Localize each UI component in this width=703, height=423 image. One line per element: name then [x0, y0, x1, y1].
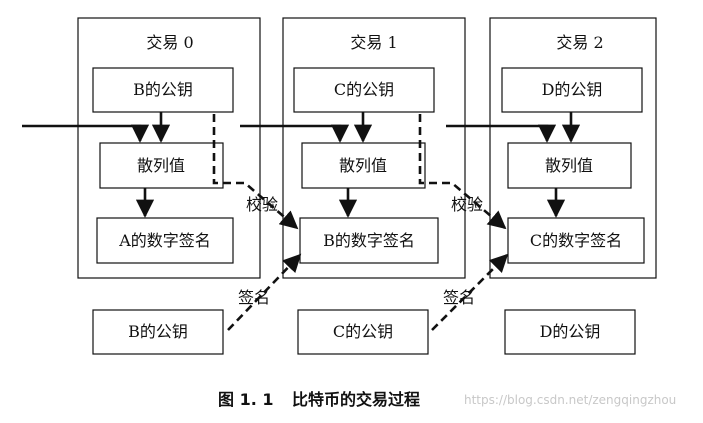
transaction-2-hash: 散列值 — [545, 156, 593, 175]
bottom-key-c: C的公钥 — [333, 322, 393, 341]
transaction-0: 交易 0 B的公钥 散列值 A的数字签名 — [77, 17, 261, 279]
arrow-tx0-to-hash-1 — [240, 124, 350, 143]
sign-arrow-1 — [227, 253, 302, 331]
transaction-1: 交易 1 C的公钥 散列值 B的数字签名 — [282, 17, 466, 279]
sign-arrows — [227, 253, 509, 331]
transaction-1-title: 交易 1 — [350, 33, 397, 52]
transaction-1-hash-box — [301, 142, 426, 189]
sign-label-2: 签名 — [443, 288, 475, 307]
verify-label-2: 校验 — [451, 195, 483, 214]
transaction-0-hash: 散列值 — [137, 156, 185, 175]
transaction-2-hash-box — [507, 142, 632, 189]
transaction-1-signature: B的数字签名 — [323, 231, 415, 250]
verify-label-1: 校验 — [246, 195, 278, 214]
transaction-2-pubkey-box — [501, 67, 643, 113]
bottom-key-c-box — [297, 309, 429, 355]
sign-label-1: 签名 — [238, 288, 270, 307]
arrow-incoming-hash-0 — [22, 124, 150, 143]
transaction-0-pubkey-box — [92, 67, 234, 113]
transaction-0-signature: A的数字签名 — [118, 231, 211, 250]
bottom-key-b-box — [92, 309, 224, 355]
caption-text: 比特币的交易过程 — [292, 390, 420, 409]
transaction-1-signature-box — [299, 217, 439, 264]
verify-arrow-2 — [418, 114, 507, 230]
watermark: https://blog.csdn.net/zengqingzhou — [464, 393, 676, 407]
arrow-tx1-to-hash-2 — [446, 124, 557, 143]
transaction-2-title: 交易 2 — [556, 33, 603, 52]
transaction-2: 交易 2 D的公钥 散列值 C的数字签名 — [489, 17, 657, 279]
caption-number: 图 1. 1 — [218, 390, 274, 409]
transaction-2-signature-box — [507, 217, 645, 264]
transaction-2-pubkey: D的公钥 — [542, 80, 603, 99]
transaction-1-pubkey: C的公钥 — [334, 80, 394, 99]
transaction-0-signature-box — [96, 217, 234, 264]
verify-arrow-1 — [212, 114, 299, 230]
transaction-0-frame — [77, 17, 261, 279]
sign-arrow-2 — [431, 253, 509, 331]
transaction-0-title: 交易 0 — [146, 33, 193, 52]
transaction-1-hash: 散列值 — [339, 156, 387, 175]
bottom-key-d: D的公钥 — [540, 322, 601, 341]
transaction-2-signature: C的数字签名 — [530, 231, 622, 250]
transaction-0-hash-box — [99, 142, 224, 189]
hash-flow-arrows — [22, 112, 581, 218]
transaction-0-pubkey: B的公钥 — [133, 80, 193, 99]
bottom-key-b: B的公钥 — [128, 322, 188, 341]
transaction-1-pubkey-box — [293, 67, 435, 113]
transaction-1-frame — [282, 17, 466, 279]
verify-arrows — [212, 114, 507, 230]
bottom-key-d-box — [504, 309, 636, 355]
transaction-2-frame — [489, 17, 657, 279]
